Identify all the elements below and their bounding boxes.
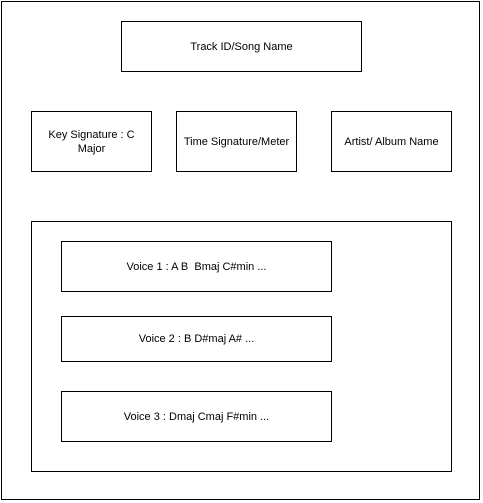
track-title-label: Track ID/Song Name [190, 40, 293, 53]
voice-1-label: Voice 1 : A B Bmaj C#min ... [126, 260, 267, 273]
voice-2-label: Voice 2 : B D#maj A# ... [138, 333, 255, 345]
time-signature-box: Time Signature/Meter [176, 111, 297, 172]
artist-album-box: Artist/ Album Name [331, 111, 452, 172]
time-signature-label: Time Signature/Meter [183, 135, 290, 148]
voice-box-2: Voice 2 : B D#maj A# ... [61, 316, 332, 362]
voice-box-1: Voice 1 : A B Bmaj C#min ... [61, 241, 332, 292]
artist-album-label: Artist/ Album Name [344, 135, 439, 148]
track-title-box: Track ID/Song Name [121, 21, 362, 72]
key-signature-label: Key Signature : C Major [48, 128, 135, 155]
voice-box-3: Voice 3 : Dmaj Cmaj F#min ... [61, 391, 332, 442]
voice-3-label: Voice 3 : Dmaj Cmaj F#min ... [123, 410, 270, 423]
key-signature-box: Key Signature : C Major [31, 111, 152, 172]
